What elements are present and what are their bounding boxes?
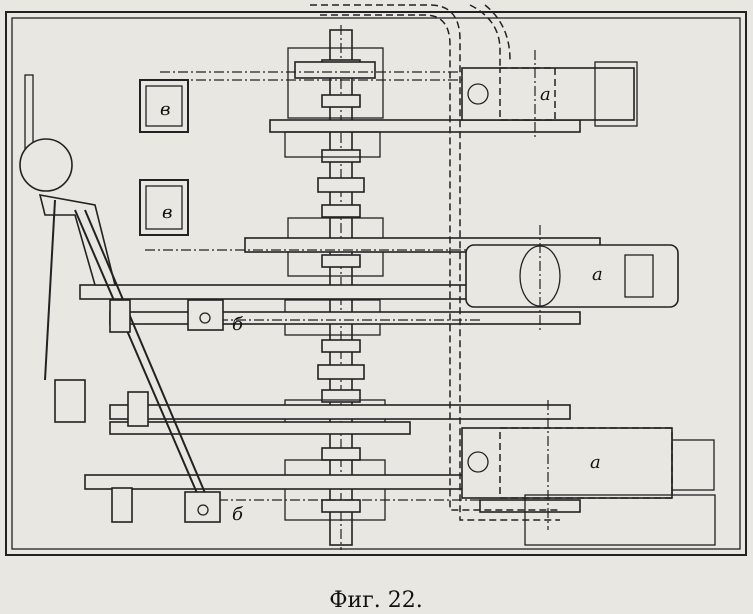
machine-a-middle: а xyxy=(465,225,679,330)
label-a-middle: а xyxy=(592,264,603,285)
frame-outer xyxy=(5,11,747,556)
linkage-lines xyxy=(145,71,480,501)
dashed-pipes xyxy=(310,4,560,521)
label-a-top: а xyxy=(540,84,551,105)
box-v-bottom: в xyxy=(139,179,189,236)
label-b-top: б xyxy=(232,314,244,335)
machine-a-top: а xyxy=(461,50,638,140)
lever-mechanism xyxy=(19,74,224,523)
label-v-bottom: в xyxy=(162,202,172,223)
frame-inner xyxy=(11,17,741,550)
box-v-top: в xyxy=(139,79,189,133)
machine-a-bottom: а xyxy=(461,400,716,546)
label-v-top: в xyxy=(160,99,170,120)
label-b-bottom: б xyxy=(232,504,244,525)
label-a-bottom: а xyxy=(590,452,601,473)
figure-caption: Фиг. 22. xyxy=(329,588,422,613)
